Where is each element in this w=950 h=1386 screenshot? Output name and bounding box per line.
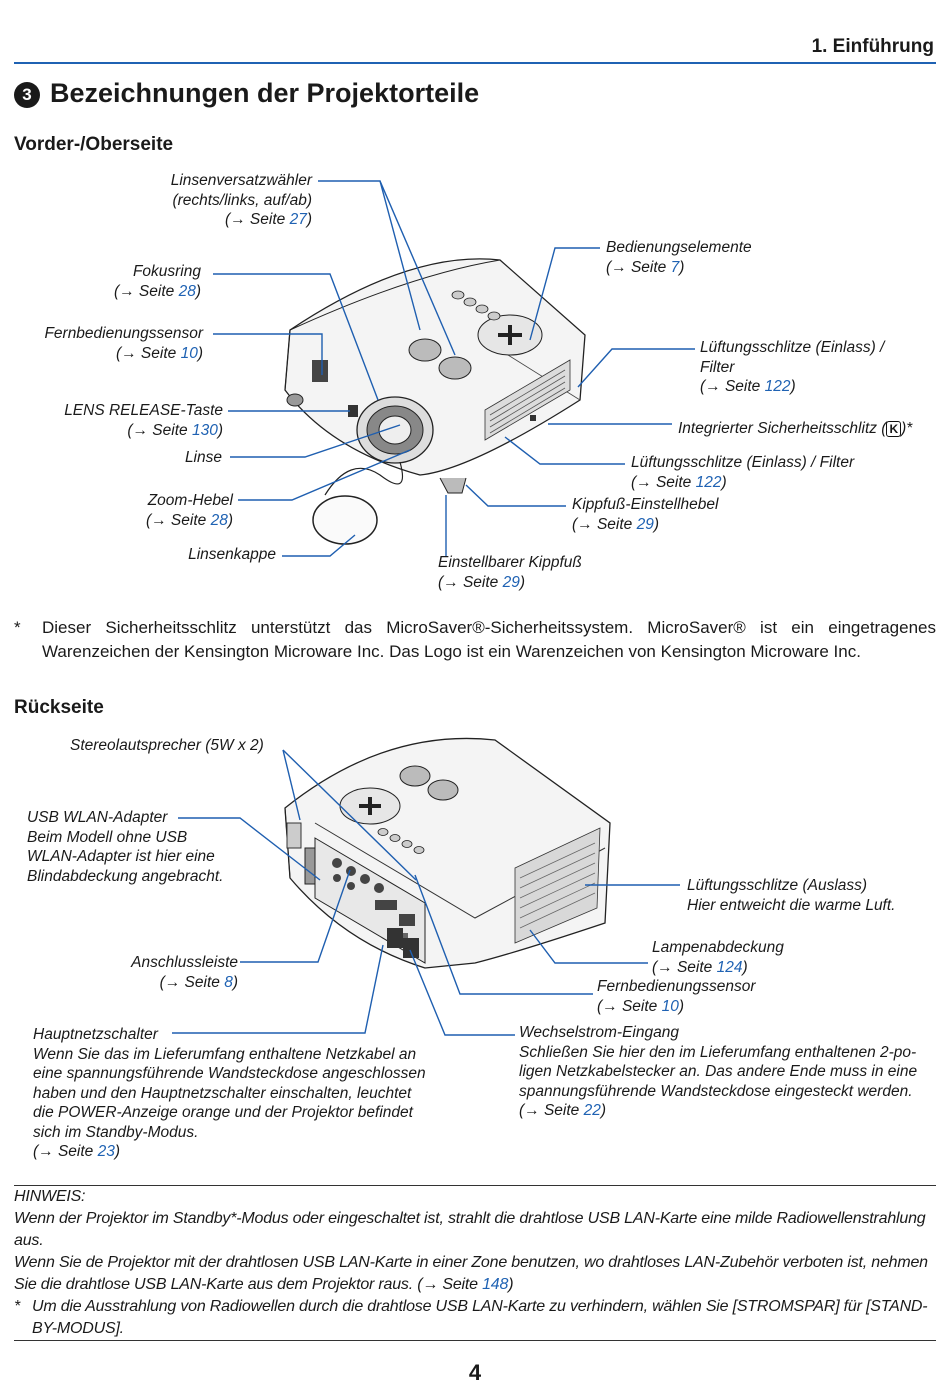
chapter-title: 1. Einführung [811,36,934,57]
hinweis-bottom-rule [14,1340,936,1341]
page-number: 4 [468,1360,482,1385]
hinweis-top-rule [14,1185,936,1186]
hinweis-paragraph-3: *Um die Ausstrahlung von Radiowellen dur… [14,1298,928,1337]
label-zoom-lever: Zoom-Hebel (→ Seite 28) [145,492,233,529]
label-main-power-switch: Hauptnetzschalter Wenn Sie das im Liefer… [33,1026,426,1160]
front-heading: Vorder-/Oberseite [14,134,174,155]
label-ac-input: Wechselstrom-Eingang Schließen Sie hier … [519,1024,918,1119]
projector-rear-illustration [284,737,611,969]
label-controls: Bedienungselemente (→ Seite 7) [606,239,752,276]
projector-front-illustration [284,258,586,545]
hinweis-paragraph-2: Wenn Sie de Projektor mit der drahtlosen… [14,1254,928,1293]
hinweis-box: HINWEIS: Wenn der Projektor im Standby*-… [14,1186,936,1340]
label-terminal-panel: Anschlussleiste (→ Seite 8) [131,954,238,991]
label-lens-release: LENS RELEASE-Taste (→ Seite 130) [64,402,223,439]
label-tilt-lever: Kippfuß-Einstellhebel (→ Seite 29) [572,496,719,533]
label-lens: Linse [184,449,222,466]
hinweis-title: HINWEIS: [14,1188,86,1205]
header-rule [14,62,936,64]
label-vent-outlet: Lüftungsschlitze (Auslass) Hier entweich… [687,877,896,914]
label-vent-filter-1: Lüftungsschlitze (Einlass) / Filter (→ S… [700,339,885,395]
hinweis-paragraph-1: Wenn der Projektor im Standby*-Modus ode… [14,1210,926,1249]
label-security-slot: Integrierter Sicherheitsschlitz (K)* [678,420,913,437]
security-footnote: * Dieser Sicherheitsschlitz unterstützt … [14,618,936,661]
label-vent-filter-2: Lüftungsschlitze (Einlass) / Filter (→ S… [631,454,855,491]
kensington-lock-icon: K [886,421,902,437]
rear-heading: Rückseite [14,697,104,718]
label-lens-cap: Linsenkappe [188,546,276,563]
label-remote-sensor-rear: Fernbedienungssensor (→ Seite 10) [597,978,756,1015]
label-remote-sensor-front: Fernbedienungssensor (→ Seite 10) [44,325,203,362]
label-usb-wlan: USB WLAN-Adapter Beim Modell ohne USB WL… [27,809,224,885]
label-lens-shift: Linsenversatzwähler (rechts/links, auf/a… [170,172,312,228]
label-speakers: Stereolautsprecher (5W x 2) [70,737,264,754]
section-number-badge: 3 [14,81,40,108]
label-lamp-cover: Lampenabdeckung (→ Seite 124) [652,939,784,976]
label-tilt-foot: Einstellbarer Kippfuß (→ Seite 29) [438,554,582,591]
section-title-text: Bezeichnungen der Projektorteile [50,78,480,108]
section-title: 3 Bezeichnungen der Projektorteile [14,78,479,109]
label-focus-ring: Fokusring (→ Seite 28) [113,263,201,300]
